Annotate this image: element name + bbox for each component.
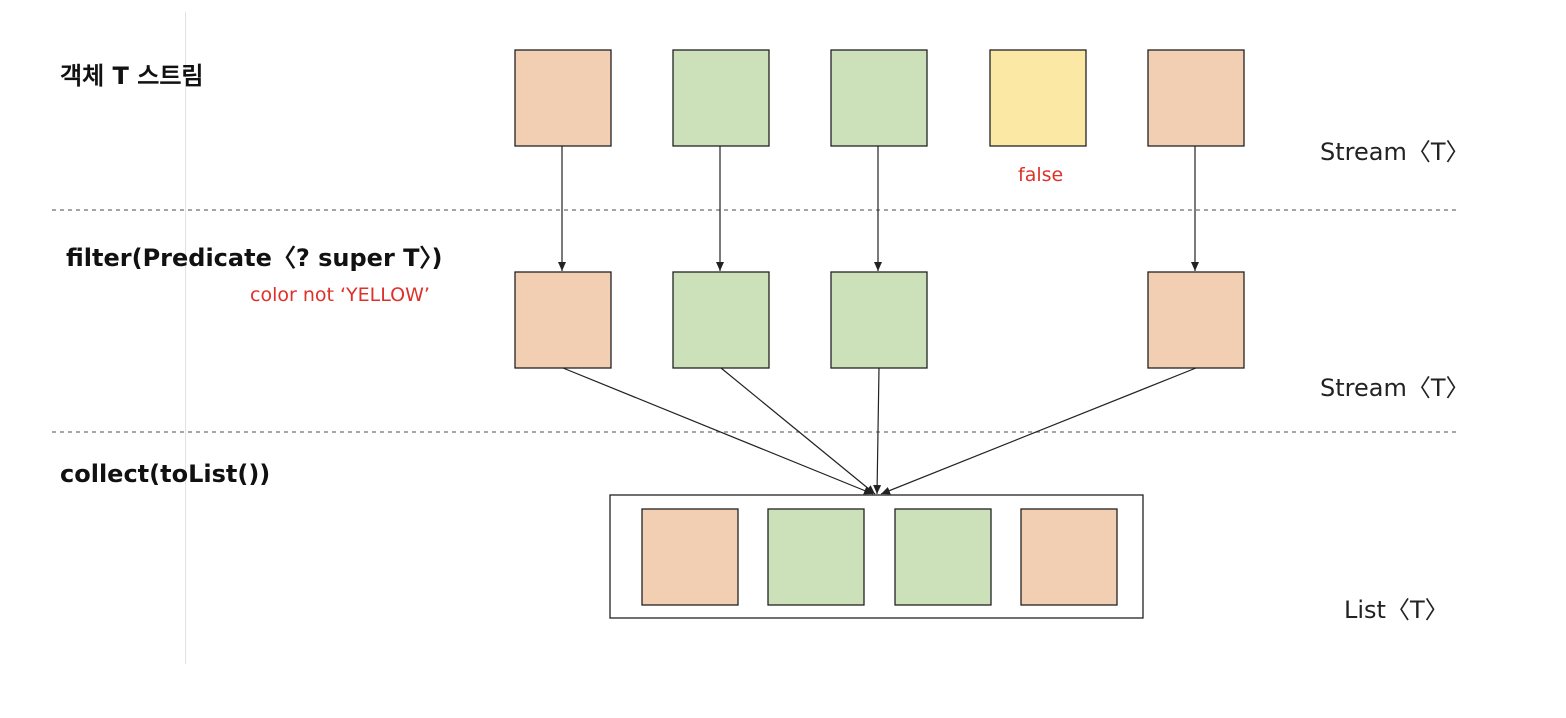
collect-arrow [880, 367, 1197, 495]
type-label-source: Stream〈T〉 [1320, 138, 1470, 166]
predicate-note: color not ‘YELLOW’ [250, 284, 430, 306]
false-note: false [1018, 164, 1064, 186]
type-label-collect: List〈T〉 [1344, 596, 1449, 624]
list-item-orange [1020, 508, 1118, 606]
stage-label-filter: filter(Predicate〈? super T〉) [66, 244, 443, 272]
list-item-green [767, 508, 865, 606]
list-item-green [894, 508, 992, 606]
filtered-item-orange [514, 271, 612, 369]
stream-item-green [672, 49, 770, 147]
stage-label-source: 객체 T 스트림 [60, 62, 204, 90]
stage-label-collect: collect(toList()) [60, 460, 271, 488]
stream-item-green [830, 49, 928, 147]
filtered-item-green [830, 271, 928, 369]
collect-arrow [562, 367, 874, 495]
filtered-item-green [672, 271, 770, 369]
collect-arrow [873, 367, 882, 495]
stream-item-orange [514, 49, 612, 147]
stream-item-yellow [989, 49, 1087, 147]
type-label-filter: Stream〈T〉 [1320, 374, 1470, 402]
collect-arrow [720, 367, 876, 495]
stream-item-orange [1147, 49, 1245, 147]
left-guide-line [185, 12, 186, 664]
filtered-item-orange [1147, 271, 1245, 369]
list-item-orange [641, 508, 739, 606]
